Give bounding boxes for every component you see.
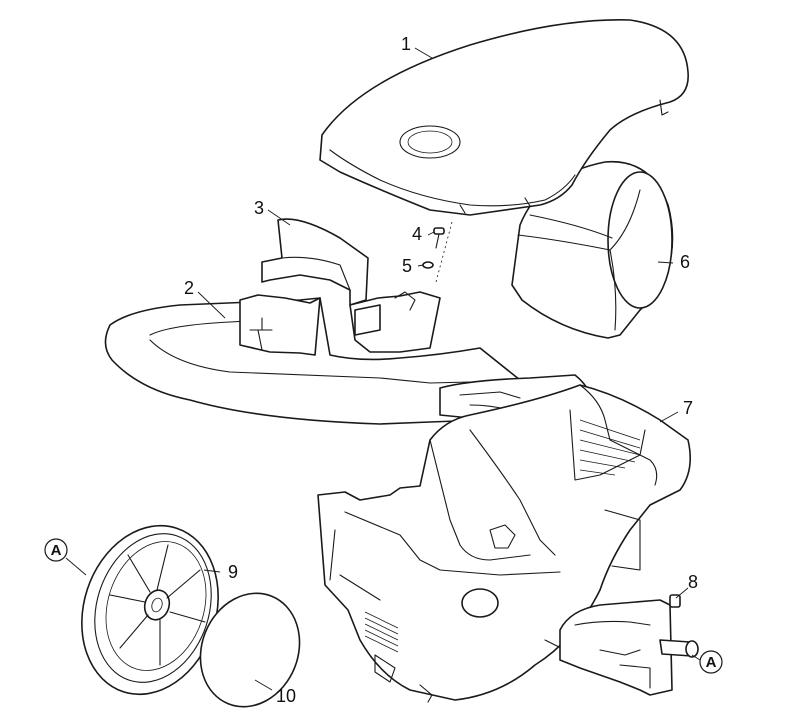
label-part-1: 1 [401,34,411,54]
label-part-4: 4 [412,224,422,244]
leader-lines [65,47,701,691]
reference-marker-left: A [44,538,68,562]
label-part-10: 10 [276,686,296,706]
part-3-bracket [261,218,369,306]
label-part-7: 7 [683,398,693,418]
reference-letter-right: A [706,654,717,671]
reference-marker-right: A [699,650,723,674]
part-4-screw [433,227,445,249]
label-part-9: 9 [228,562,238,582]
part-6-cylinder [511,160,674,339]
label-part-5: 5 [402,256,412,276]
part-9-wheel [81,524,219,696]
part-7-housing [317,384,691,703]
label-part-6: 6 [680,252,690,272]
part-1-cover [319,19,689,216]
reference-letter-left: A [51,542,62,559]
part-10-hubcap [199,592,301,708]
axis-line-screw [435,221,453,283]
label-part-2: 2 [184,278,194,298]
label-part-3: 3 [254,198,264,218]
part-5-washer [422,261,434,269]
label-part-8: 8 [688,572,698,592]
part-8-axle-bracket [559,594,699,696]
